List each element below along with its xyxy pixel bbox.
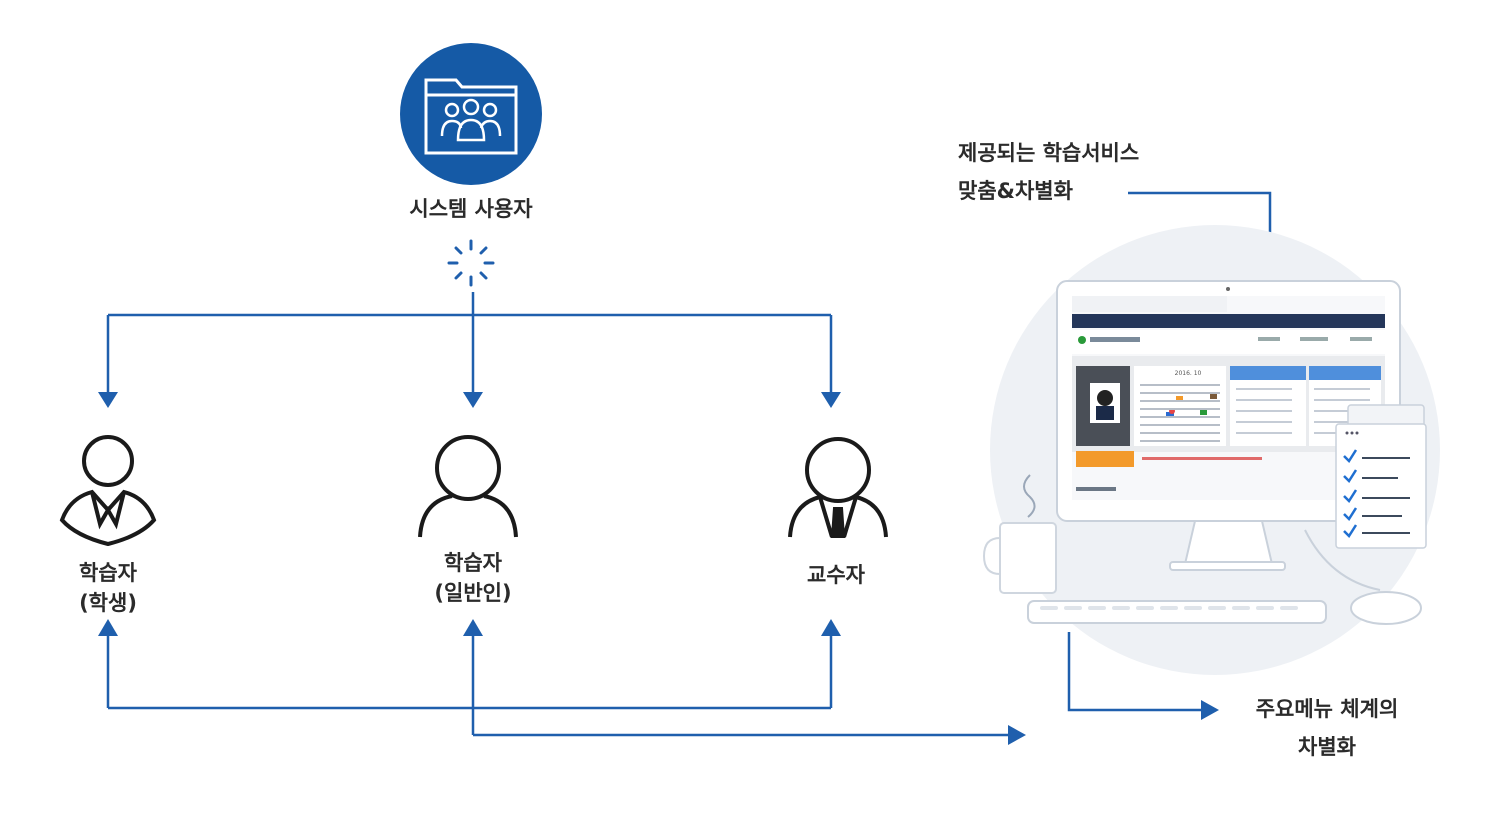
service-note-line2: 맞춤&차별화 xyxy=(958,179,1073,203)
arrow-down-professor xyxy=(821,392,841,408)
professor-person-icon xyxy=(788,437,888,538)
student-person-icon xyxy=(59,435,157,547)
system-user-label: 시스템 사용자 xyxy=(409,197,533,221)
student-learner-label: 학습자 (학생) xyxy=(38,558,178,618)
menu-note-line2: 차별화 xyxy=(1298,735,1356,759)
arrow-up-student xyxy=(98,619,118,636)
arrow-right-menu xyxy=(1201,700,1219,720)
computer-illustration xyxy=(982,225,1440,675)
professor-label: 교수자 xyxy=(766,560,906,590)
general-learner-line2: (일반인) xyxy=(434,581,512,605)
menu-note-line1: 주요메뉴 체계의 xyxy=(1255,697,1399,721)
general-learner-line1: 학습자 xyxy=(444,551,502,575)
student-learner-line2: (학생) xyxy=(79,591,137,615)
screen-calendar-date: 2016. 10 xyxy=(1174,370,1202,377)
general-learner-person-icon xyxy=(418,435,518,538)
professor-line1: 교수자 xyxy=(807,563,865,587)
arrow-down-general xyxy=(463,392,483,408)
loading-spinner-icon xyxy=(447,239,495,287)
arrow-down-student xyxy=(98,392,118,408)
general-learner-label: 학습자 (일반인) xyxy=(403,548,543,608)
arrow-up-professor xyxy=(821,619,841,636)
arrow-right-monitor xyxy=(1008,725,1026,745)
menu-note-line xyxy=(1067,632,1205,712)
arrow-up-general xyxy=(463,619,483,636)
menu-note-label: 주요메뉴 체계의 차별화 xyxy=(1222,690,1432,766)
service-note-label: 제공되는 학습서비스 맞춤&차별화 xyxy=(958,134,1218,210)
service-note-line1: 제공되는 학습서비스 xyxy=(958,141,1140,165)
student-learner-line1: 학습자 xyxy=(79,561,137,585)
system-user-icon xyxy=(400,43,542,185)
